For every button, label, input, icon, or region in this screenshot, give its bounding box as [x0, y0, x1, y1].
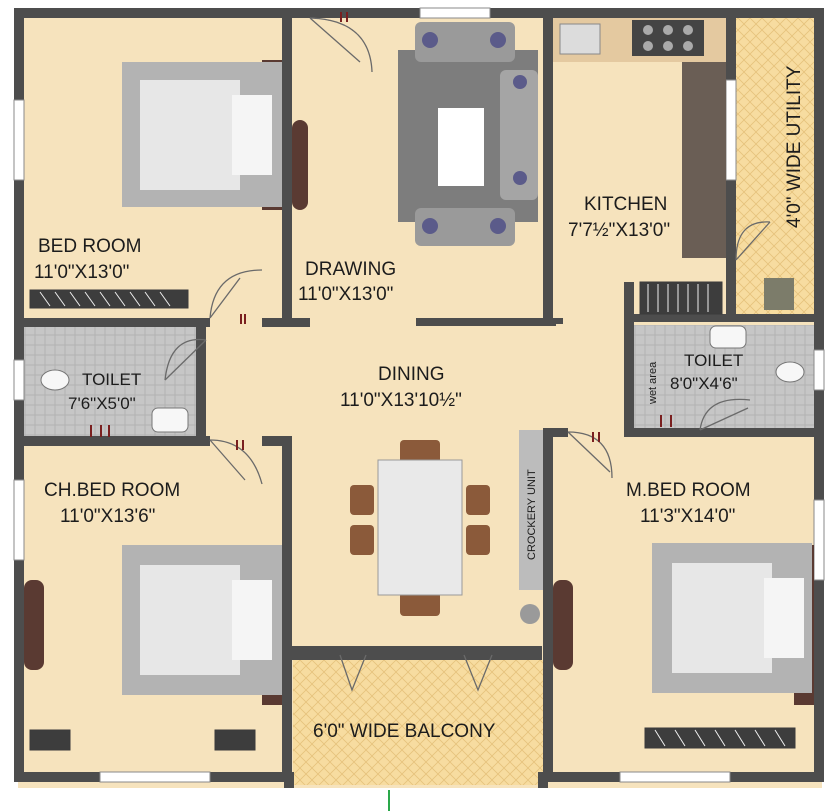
ch-bed-room-label: CH.BED ROOM	[44, 480, 180, 501]
m-bed-room-size: 11'3"X14'0"	[640, 506, 735, 527]
utility-label: 4'0" WIDE UTILITY	[784, 65, 805, 228]
door-marks	[90, 12, 672, 450]
drawing-label: DRAWING	[305, 259, 396, 280]
kitchen-size: 7'7½"X13'0"	[568, 220, 670, 241]
sofa-set	[398, 22, 538, 246]
toilet-right-label: TOILET	[684, 351, 743, 370]
toilet-left-size: 7'6"X5'0"	[68, 394, 136, 413]
entry-marker	[388, 790, 390, 811]
ch-bed-room-size: 11'0"X13'6"	[60, 506, 155, 527]
crockery-unit-label: CROCKERY UNIT	[526, 469, 538, 560]
wet-area-label: wet area	[647, 361, 659, 405]
toilet-left-label: TOILET	[82, 370, 141, 389]
dining-size: 11'0"X13'10½"	[340, 390, 462, 411]
balcony-label: 6'0" WIDE BALCONY	[313, 721, 496, 742]
utility-floor	[736, 18, 818, 314]
bed-room-size: 11'0"X13'0"	[34, 262, 129, 283]
kitchen-label: KITCHEN	[584, 194, 667, 215]
toilet-fixtures	[40, 325, 805, 433]
drawing-size: 11'0"X13'0"	[298, 284, 393, 305]
windows	[13, 7, 825, 783]
dining-label: DINING	[378, 364, 445, 385]
bed-room-label: BED ROOM	[38, 236, 141, 257]
balcony-floor	[293, 660, 543, 785]
kitchen-counter	[553, 18, 726, 258]
m-bed-room-label: M.BED ROOM	[626, 480, 751, 501]
beds	[122, 62, 812, 695]
washing-machine	[764, 278, 794, 310]
wash-basin	[520, 604, 540, 624]
window-grills	[29, 281, 796, 751]
toilet-right-size: 8'0"X4'6"	[670, 374, 738, 393]
doors	[164, 17, 771, 692]
dining-table	[350, 440, 490, 616]
crockery-unit	[519, 430, 543, 590]
